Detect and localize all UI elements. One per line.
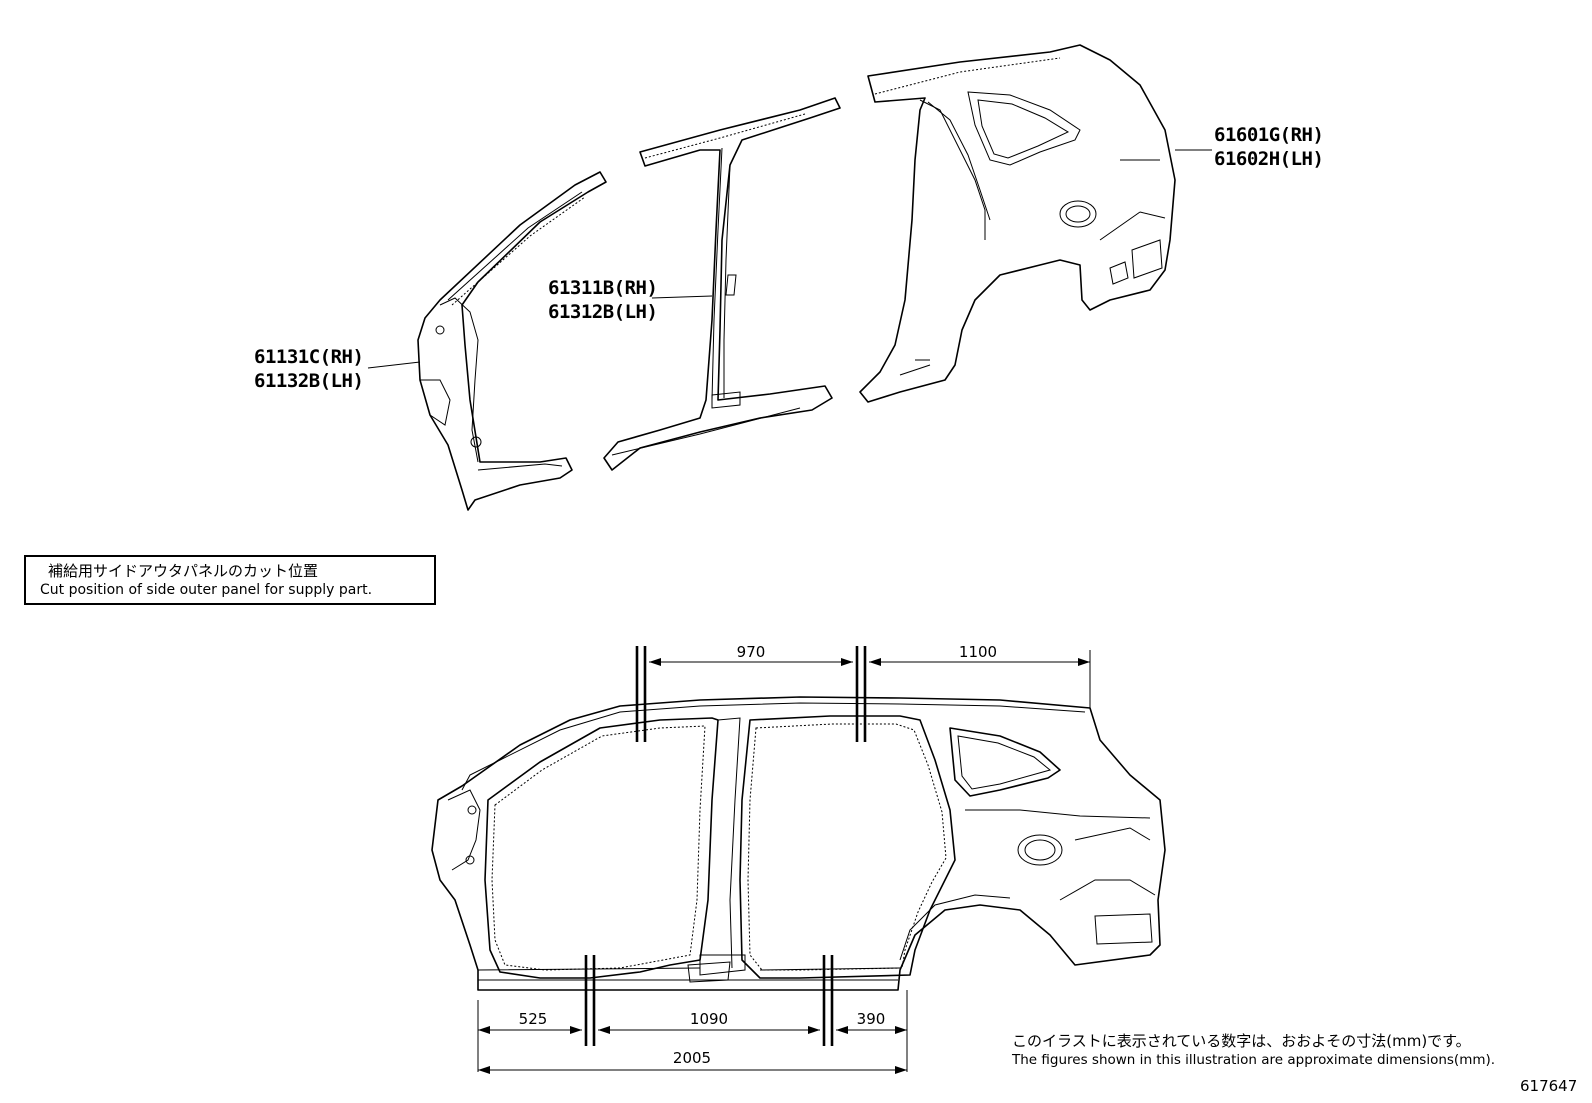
dimension-970: 970 — [736, 643, 766, 661]
part-label-rear-rh: 61601G(RH) — [1214, 124, 1324, 146]
approximate-dimensions-note-jp: このイラストに表示されている数字は、おおよその寸法(mm)です。 — [1012, 1032, 1471, 1050]
dimension-390: 390 — [856, 1010, 886, 1028]
dimension-1100: 1100 — [958, 643, 998, 661]
dimension-525: 525 — [518, 1010, 548, 1028]
cut-position-legend: 補給用サイドアウタパネルのカット位置 Cut position of side … — [24, 555, 436, 605]
part-label-rear-lh: 61602H(LH) — [1214, 148, 1324, 170]
part-label-front-rh: 61131C(RH) — [254, 346, 364, 368]
dimension-1090: 1090 — [689, 1010, 729, 1028]
cut-position-text-jp: 補給用サイドアウタパネルのカット位置 — [48, 562, 319, 580]
part-label-center-rh: 61311B(RH) — [548, 277, 658, 299]
center-pillar-panel — [603, 97, 841, 471]
dimension-lines — [478, 658, 1090, 1074]
cut-lines — [584, 646, 867, 1046]
diagram-id: 617647 — [1520, 1077, 1578, 1095]
front-pillar-panel — [417, 171, 607, 511]
dimension-total-2005: 2005 — [672, 1049, 712, 1067]
part-label-center-lh: 61312B(LH) — [548, 301, 658, 323]
approximate-dimensions-note-en: The figures shown in this illustration a… — [1012, 1052, 1496, 1068]
rear-quarter-panel — [859, 44, 1176, 403]
assembled-side-view — [431, 696, 1166, 991]
part-label-front-lh: 61132B(LH) — [254, 370, 364, 392]
cut-position-text-en: Cut position of side outer panel for sup… — [40, 582, 373, 598]
